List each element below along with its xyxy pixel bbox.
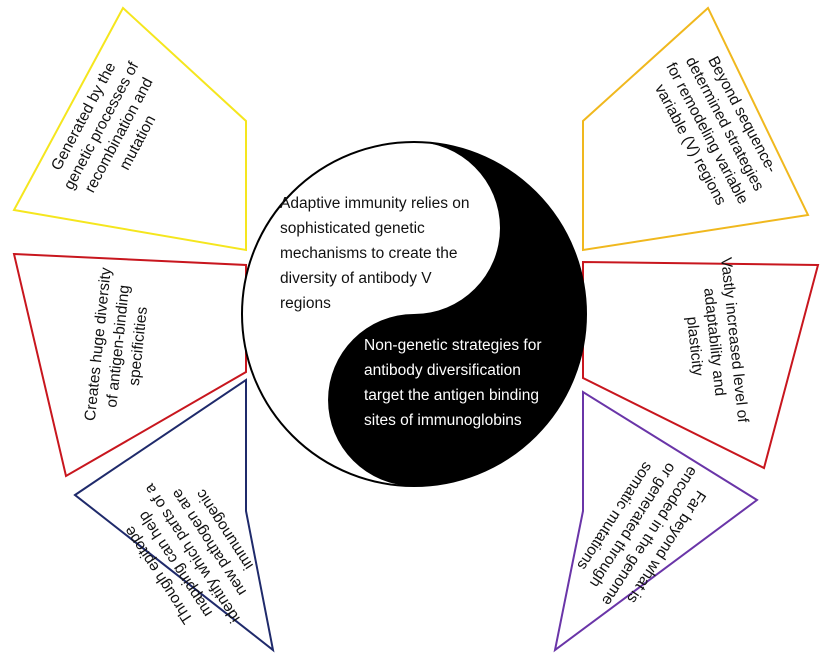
triangle-text-right-bottom: Far beyond what is encoded in the genome… — [562, 441, 717, 622]
yin-yang-symbol — [241, 141, 587, 487]
triangle-outline-right-middle — [582, 260, 820, 470]
center-light-text: Adaptive immunity relies on sophisticate… — [280, 195, 474, 312]
triangle-outline-left-bottom — [73, 378, 275, 653]
triangle-outline-right-bottom — [553, 390, 759, 653]
yin-yang-dark-half — [328, 142, 586, 486]
triangle-text-right-middle: Vastly increased level of adaptability a… — [677, 256, 751, 431]
triangle-text-left-top: Generated by the genetic processes of re… — [43, 46, 180, 211]
triangle-text-left-middle: Creates huge diversity of antigen-bindin… — [82, 262, 155, 426]
center-dark-text: Non-genetic strategies for antibody dive… — [364, 337, 546, 429]
triangle-text-left-bottom: Through epitope mapping can help identif… — [105, 455, 277, 647]
triangle-outline-left-middle — [12, 252, 247, 478]
triangle-outline-left-top — [12, 6, 247, 252]
triangle-outline-right-top — [582, 6, 810, 252]
